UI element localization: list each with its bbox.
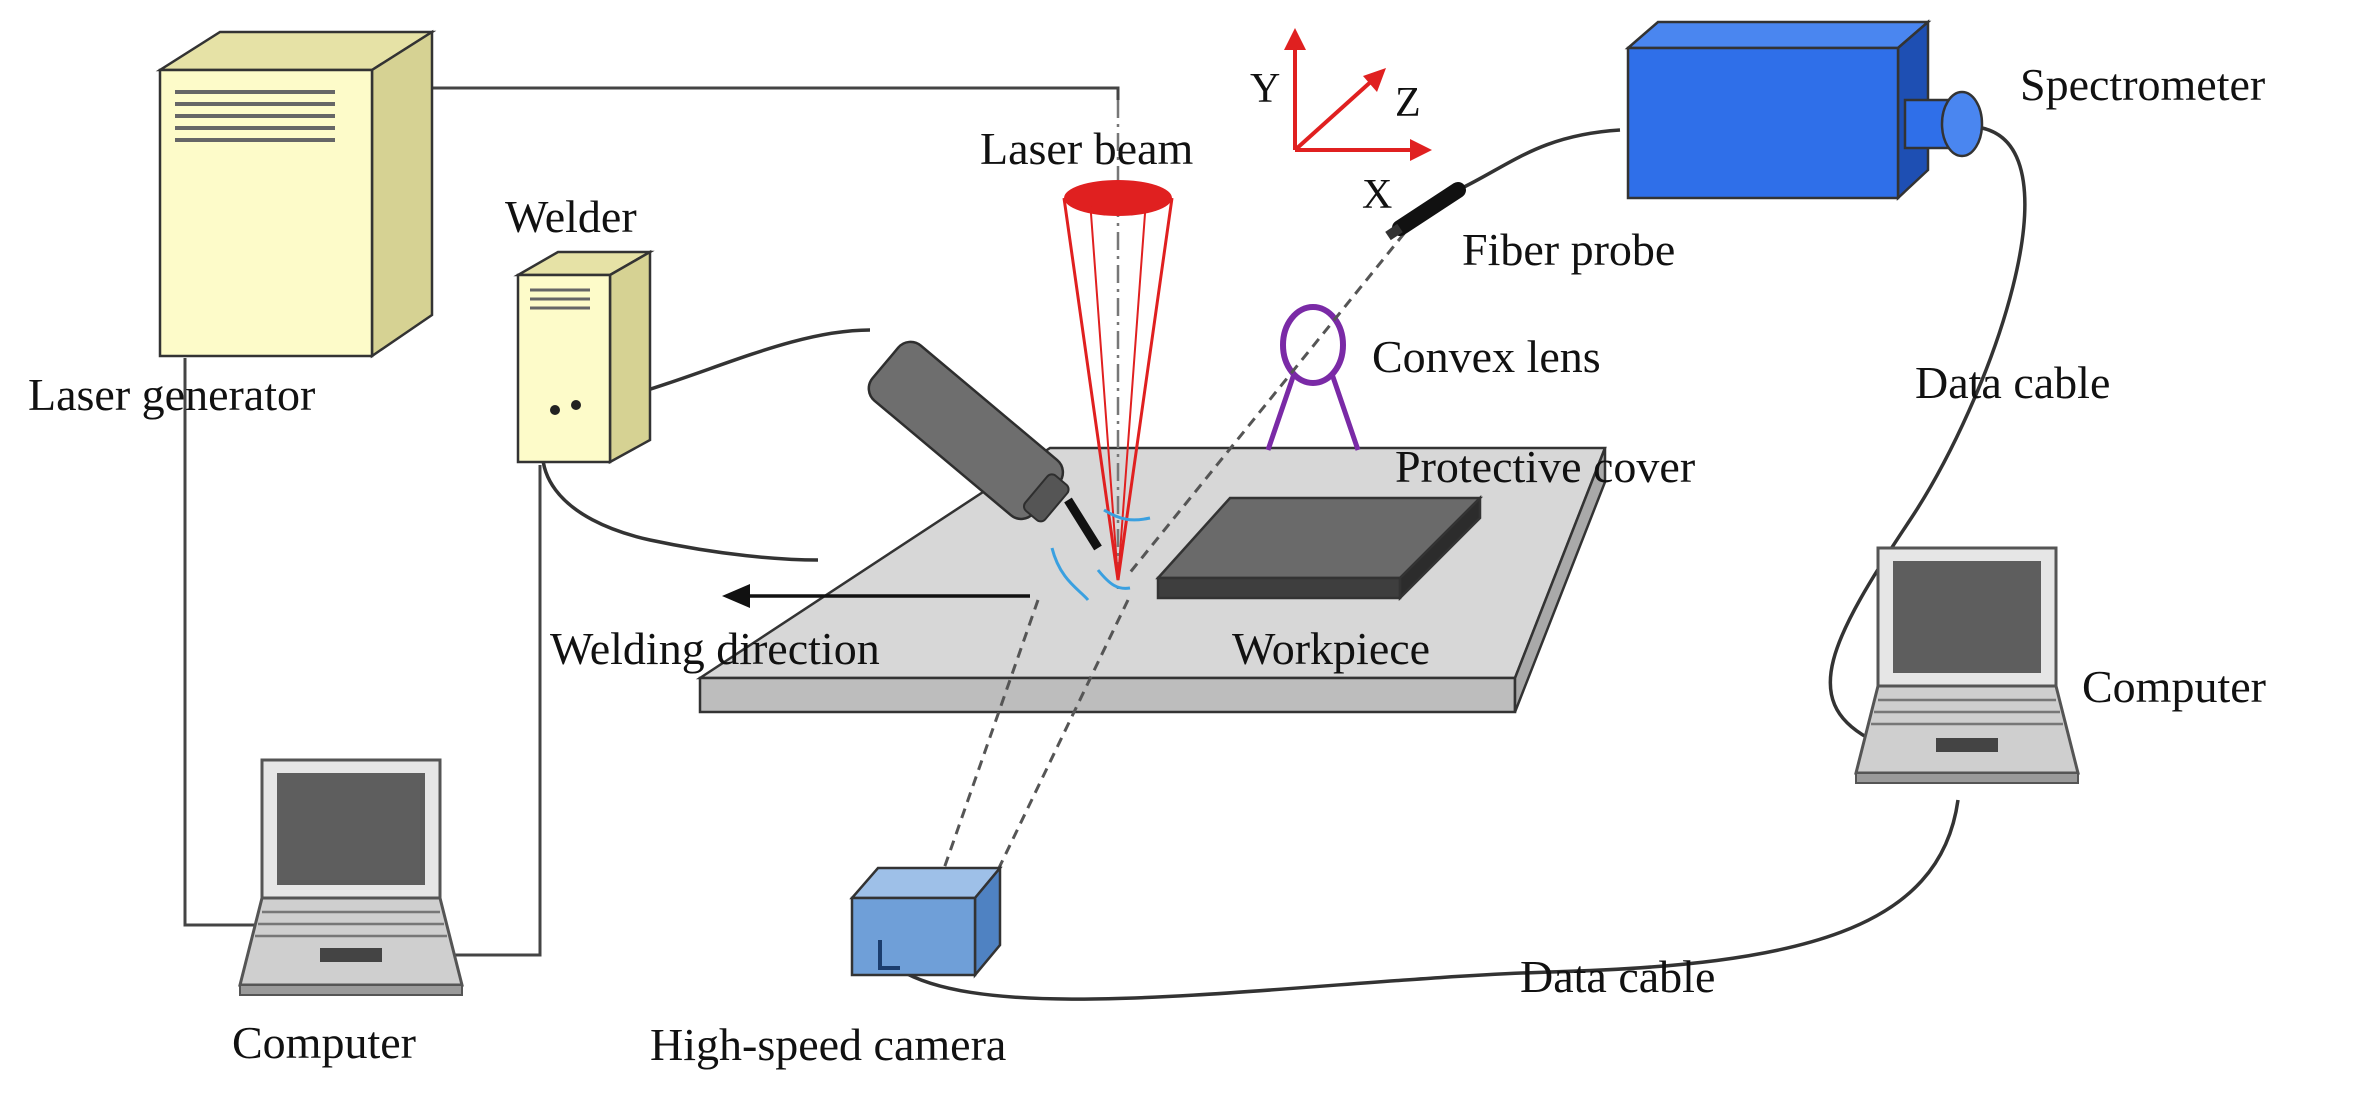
label-computer-left: Computer xyxy=(232,1017,416,1068)
gas-arrow-3 xyxy=(1096,569,1131,590)
y-axis-head xyxy=(1284,28,1306,50)
fiber-probe xyxy=(1385,182,1466,241)
welder-vents xyxy=(530,288,590,310)
welder xyxy=(513,249,655,465)
spectrometer-port xyxy=(1940,90,1984,158)
shielding-gas-arrows xyxy=(1050,508,1151,601)
welding-direction-arrow xyxy=(722,584,1030,608)
camera-lens-mark xyxy=(878,940,900,970)
computer-right xyxy=(1854,546,2080,784)
welding-direction-arrow-head xyxy=(722,584,750,608)
label-high-speed-camera: High-speed camera xyxy=(650,1019,1006,1070)
welder-port-2 xyxy=(571,400,581,410)
camera-computer-data-cable xyxy=(899,799,1960,1001)
label-workpiece: Workpiece xyxy=(1232,623,1430,674)
computer-left-screen xyxy=(277,773,425,885)
computer-right-screen xyxy=(1893,561,2041,673)
label-data-cable-bottom: Data cable xyxy=(1520,951,1715,1002)
spectrometer-top xyxy=(1624,20,1932,50)
welding-torch-nozzle xyxy=(1022,473,1070,523)
camera-optical-path-left xyxy=(938,599,1040,881)
gas-arrow-2 xyxy=(1103,508,1151,522)
spectrometer-computer-data-cable xyxy=(1828,126,2027,740)
cables xyxy=(183,86,2027,1001)
workpiece-block-side xyxy=(1398,494,1482,602)
z-axis-head xyxy=(1363,68,1386,92)
convex-lens-ring xyxy=(1280,304,1346,386)
laser-beam-focus-lens xyxy=(1064,180,1172,216)
high-speed-camera xyxy=(849,864,1003,979)
computer-left xyxy=(238,758,464,996)
welding-torch xyxy=(867,340,1151,601)
welding-wire xyxy=(1064,497,1102,551)
laser-generator-vents xyxy=(175,90,335,142)
computer-left-touchpad xyxy=(320,948,382,962)
table-side-edge xyxy=(1513,447,1607,713)
label-welder: Welder xyxy=(505,191,637,242)
label-laser-generator: Laser generator xyxy=(28,369,315,420)
fiber-probe-tip xyxy=(1385,223,1403,241)
laser-generator-computer-cable xyxy=(183,358,258,927)
welder-port-1 xyxy=(550,405,560,415)
gas-arrow-1 xyxy=(1050,547,1090,601)
workpiece-block-front xyxy=(1156,576,1402,600)
spectrometer-front xyxy=(1626,46,1900,200)
label-data-cable-right: Data cable xyxy=(1915,357,2110,408)
z-axis xyxy=(1293,76,1377,152)
table-front-edge xyxy=(698,676,1517,714)
convex-lens-stand xyxy=(1265,373,1361,451)
label-laser-beam: Laser beam xyxy=(980,123,1193,174)
convex-lens xyxy=(1265,304,1361,451)
computer-right-base xyxy=(1855,772,2079,784)
laser-beam xyxy=(1062,180,1174,581)
y-axis-label: Y xyxy=(1250,66,1280,112)
x-axis-label: X xyxy=(1362,172,1392,218)
fiber-probe-optical-path xyxy=(1126,219,1417,576)
laser-generator xyxy=(155,29,437,359)
fiber-probe-cable xyxy=(1457,128,1621,192)
computer-left-base xyxy=(239,984,463,996)
workpiece-block xyxy=(1155,494,1484,602)
label-convex-lens: Convex lens xyxy=(1372,331,1601,382)
laser-beam-cone-inner xyxy=(1089,199,1147,581)
label-spectrometer: Spectrometer xyxy=(2020,59,2265,110)
welder-side xyxy=(608,249,652,465)
welder-computer-cable xyxy=(448,465,542,957)
laser-generator-fiber-cable xyxy=(432,86,1120,100)
computer-left-keys xyxy=(255,910,447,938)
label-fiber-probe: Fiber probe xyxy=(1462,224,1675,275)
spectrometer xyxy=(1624,19,1984,201)
fiber-probe-body xyxy=(1392,182,1466,236)
z-axis-label: Z xyxy=(1395,80,1421,126)
coordinate-axes: Y Z X xyxy=(1250,28,1432,218)
label-protective-cover: Protective cover xyxy=(1395,441,1695,492)
labels: Laser generator Welder Laser beam Fiber … xyxy=(28,59,2266,1070)
computer-right-touchpad xyxy=(1936,738,1998,752)
laser-generator-side xyxy=(370,29,434,359)
label-welding-direction: Welding direction xyxy=(550,623,880,674)
camera-front xyxy=(850,896,977,977)
x-axis-head xyxy=(1410,139,1432,161)
laser-generator-front xyxy=(158,68,374,358)
computer-right-keys xyxy=(1871,698,2063,726)
welder-front xyxy=(516,273,612,464)
label-computer-right: Computer xyxy=(2082,661,2266,712)
